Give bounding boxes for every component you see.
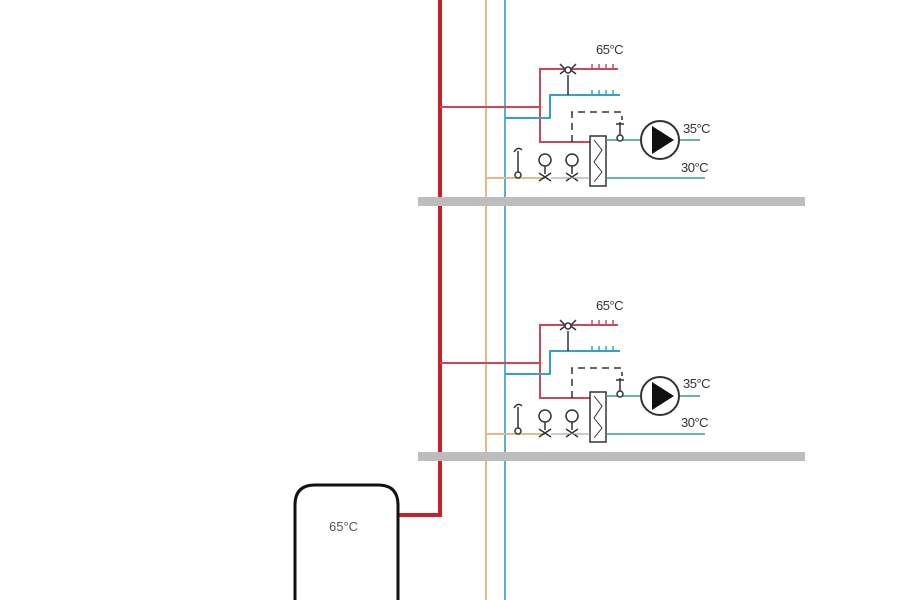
mixing-valve-icon [559,319,577,331]
circulation-pump-icon [640,120,680,160]
mixing-valve-icon [559,63,577,75]
supply-temp-label-upper: 35°C [683,121,711,136]
floor-slab-upper [418,197,805,206]
supply-temp-label-lower: 35°C [683,376,711,391]
floor-station-lower [440,319,705,443]
return-valves-icon [513,403,579,438]
temperature-sensor-icon [616,122,624,142]
floor-slab-lower [418,452,805,461]
heat-exchanger-icon [589,135,607,187]
return-temp-label-upper: 30°C [681,160,709,175]
storage-tank [293,483,400,600]
return-temp-label-lower: 30°C [681,415,709,430]
circulation-pump-icon [640,376,680,416]
storage-tank-temp-label: 65°C [329,519,359,534]
hot-water-temp-label-lower: 65°C [596,298,624,313]
hot-water-temp-label-upper: 65°C [596,42,624,57]
floor-station-upper [440,63,705,187]
heat-exchanger-icon [589,391,607,443]
tank-connection-pipe [398,500,442,517]
return-valves-icon [513,147,579,182]
temperature-sensor-icon [616,378,624,398]
